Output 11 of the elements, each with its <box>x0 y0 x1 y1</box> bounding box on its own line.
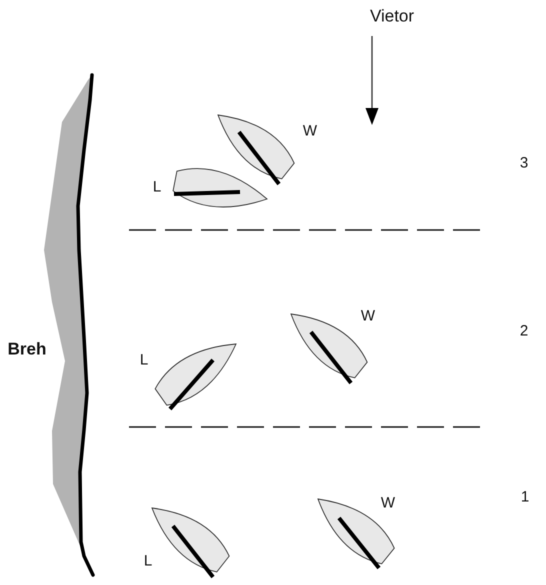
boat-label: L <box>152 180 162 194</box>
boat-label: W <box>302 124 318 138</box>
boat-label: W <box>360 308 376 324</box>
shore-label: Breh <box>8 340 46 358</box>
position-number: 1 <box>520 490 530 504</box>
position-number: 2 <box>520 324 528 338</box>
boat-label: L <box>144 554 152 568</box>
wind-label: Vietor <box>370 8 414 24</box>
position-number: 3 <box>520 156 528 170</box>
boat-label: L <box>140 352 148 368</box>
boat-label: W <box>380 496 396 510</box>
